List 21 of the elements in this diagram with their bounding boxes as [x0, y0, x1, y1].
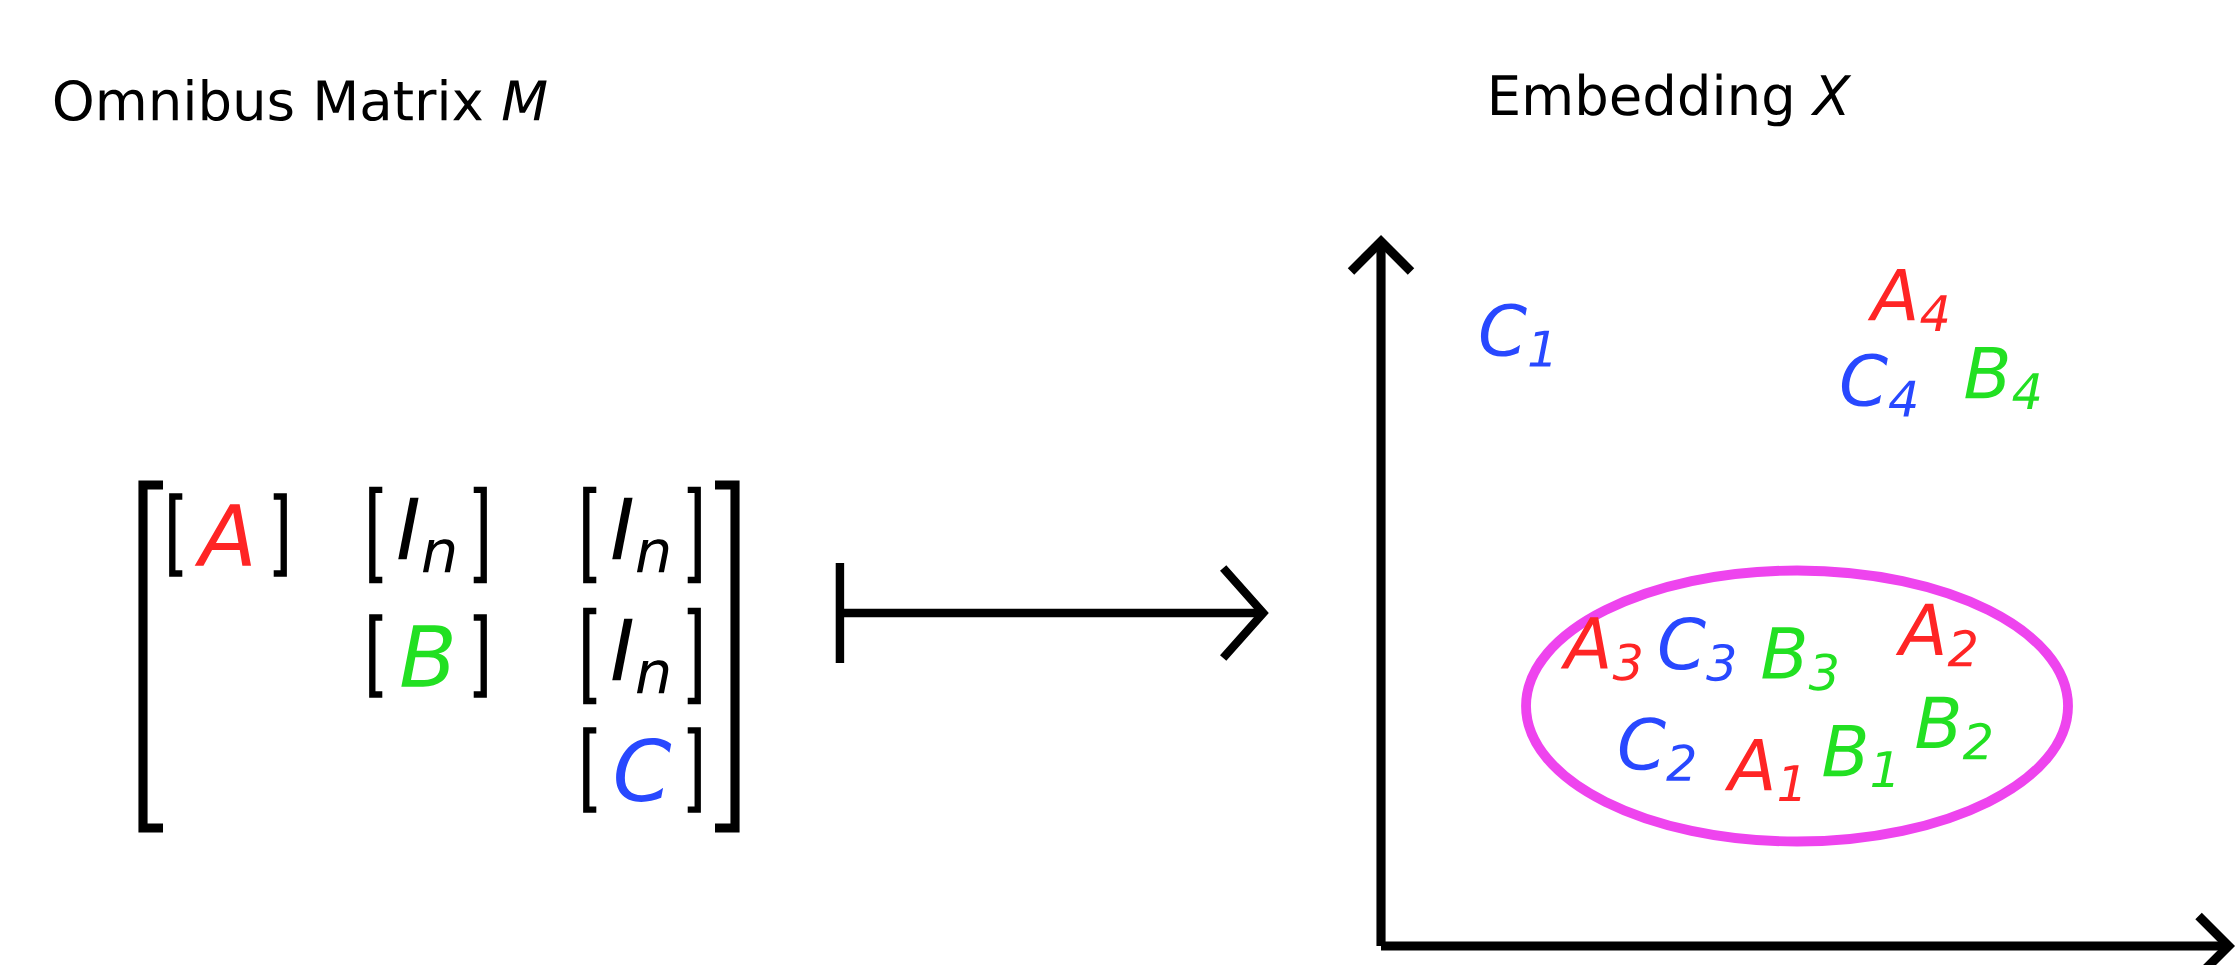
matrix-entry: C [583, 727, 701, 813]
point-label: A$_{1}$ [1724, 738, 1801, 802]
matrix-entry: I$_{n}$ [583, 607, 701, 705]
point-label: A$_{4}$ [1867, 268, 1948, 332]
matrix-entry: B [369, 614, 487, 698]
point-label: C$_{3}$ [1659, 616, 1735, 682]
point-label: B$_{2}$ [1916, 696, 1991, 760]
point-label: B$_{1}$ [1823, 724, 1894, 788]
point-label: B$_{4}$ [1965, 346, 2040, 410]
point-label: B$_{3}$ [1762, 627, 1837, 691]
point-label: A$_{3}$ [1560, 617, 1641, 681]
matrix-entry: I$_{n}$ [583, 486, 701, 584]
point-label: A$_{2}$ [1895, 603, 1976, 667]
point-label: C$_{2}$ [1619, 717, 1695, 781]
point-label: C$_{1}$ [1480, 303, 1551, 367]
title: Omnibus Matrix M [54, 78, 547, 122]
matrix-entry: I$_{n}$ [369, 486, 487, 584]
title: Embedding X [1492, 73, 1852, 127]
point-label: C$_{4}$ [1841, 353, 1916, 417]
matrix-entry: A [169, 493, 287, 577]
maps-to-arrow [835, 563, 1269, 663]
